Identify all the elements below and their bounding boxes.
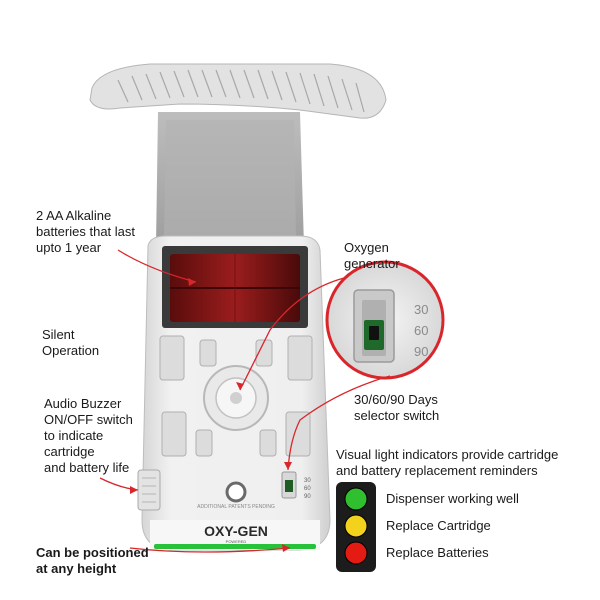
legend-red-label: Replace Batteries (386, 545, 489, 560)
callout-selector-switch: 30/60/90 Days selector switch (354, 392, 440, 423)
callout-silent-operation: Silent Operation (42, 327, 100, 358)
status-light-bar (154, 544, 316, 549)
callout-oxygen-generator: Oxygen generator (344, 240, 400, 271)
device-day-60: 60 (304, 486, 311, 492)
callout-indicators: Visual light indicators provide cartridg… (336, 447, 559, 478)
selector-zoom (325, 260, 445, 380)
mount-hole (225, 481, 247, 503)
callout-lines (99, 249, 391, 553)
brand-logo-sub: POWERED (226, 539, 247, 544)
brand-logo: OXY-GEN (204, 523, 268, 539)
patent-text: ADDITIONAL PATENTS PENDING (197, 504, 275, 510)
callout-audio-buzzer: Audio Buzzer ON/OFF switch to indicate c… (44, 396, 133, 475)
indicator-green-light (344, 487, 368, 511)
callout-batteries: 2 AA Alkaline batteries that last upto 1… (36, 208, 135, 255)
oxygen-generator (203, 365, 269, 431)
buzzer-switch[interactable] (137, 469, 161, 511)
legend-yellow-label: Replace Cartridge (386, 518, 491, 533)
indicator-red-light (344, 541, 368, 565)
legend-green-label: Dispenser working well (386, 491, 519, 506)
callout-positioned: Can be positioned at any height (36, 545, 149, 576)
top-hood (89, 63, 387, 119)
zoom-day-60: 60 (414, 323, 428, 338)
zoom-day-90: 90 (414, 344, 428, 359)
device-day-30: 30 (304, 478, 311, 484)
device-day-90: 90 (304, 494, 311, 500)
indicator-yellow-light (344, 514, 368, 538)
zoom-day-30: 30 (414, 302, 428, 317)
